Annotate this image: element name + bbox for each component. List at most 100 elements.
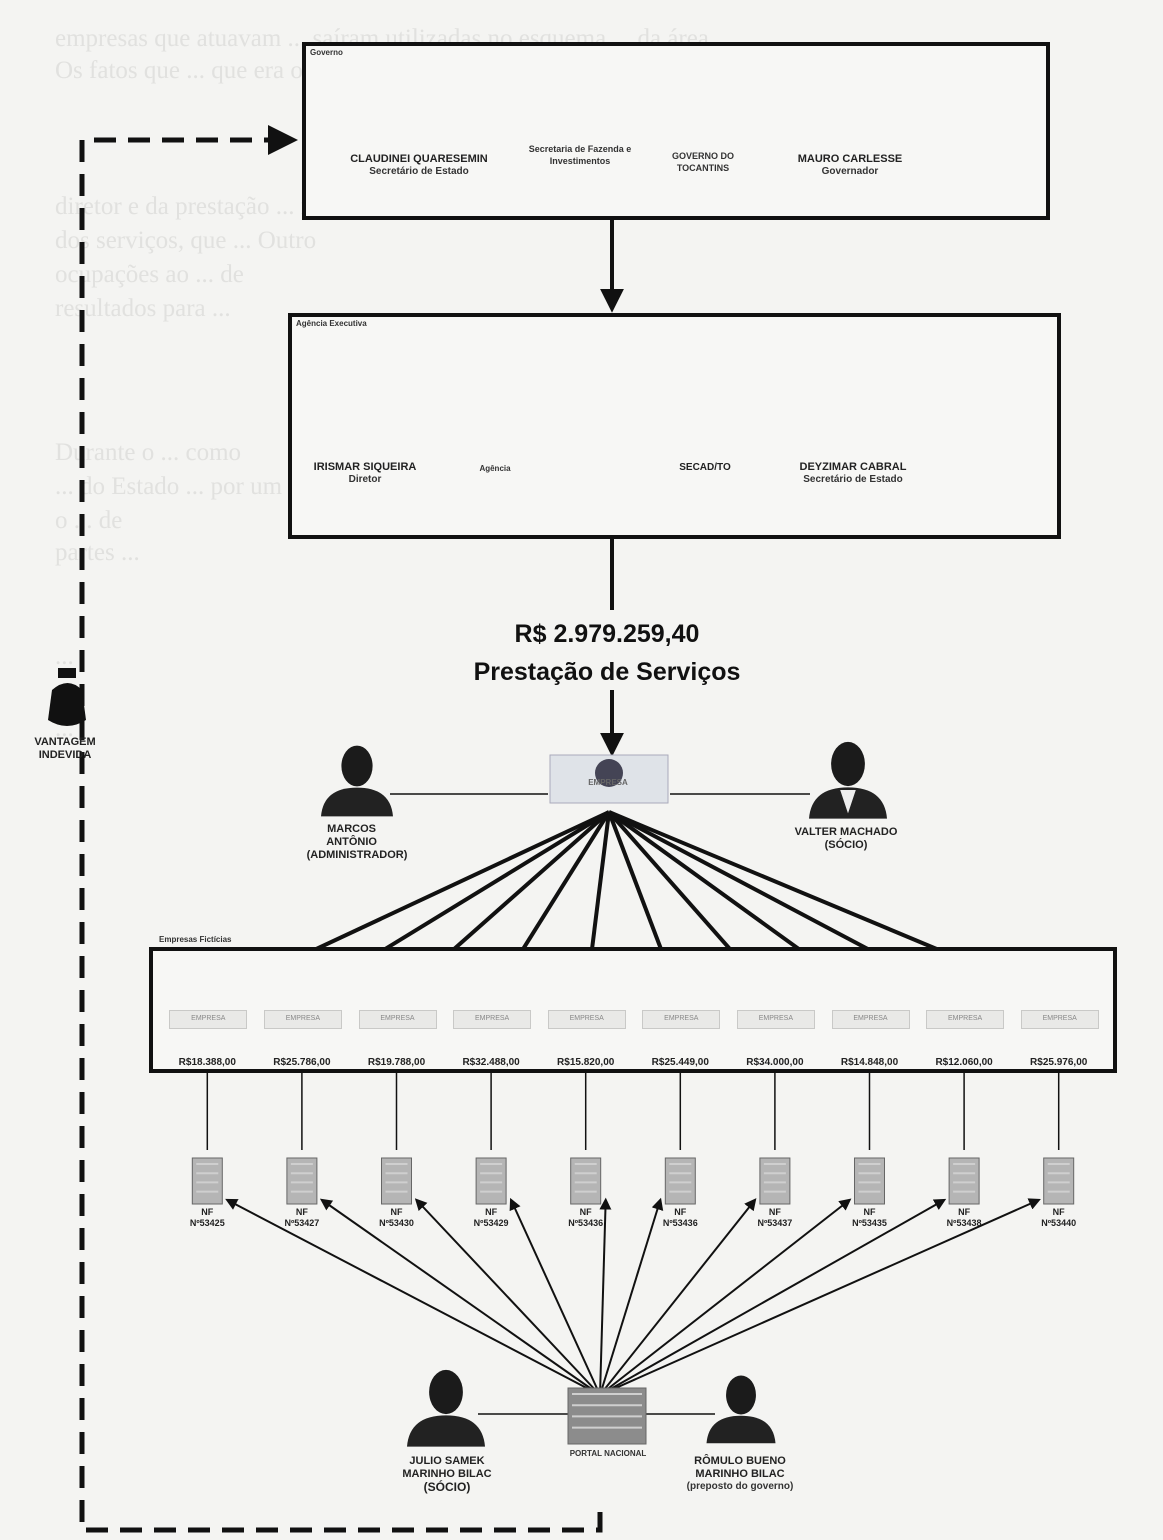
person-label-julio: JULIO SAMEK MARINHO BILAC (SÓCIO)	[402, 1455, 492, 1494]
company-name-label: EMPRESA	[588, 778, 628, 787]
company-tag: EMPRESA	[263, 1010, 342, 1029]
company-amount: R$34.000,00	[746, 1057, 804, 1068]
company-amount: R$14.848,00	[840, 1057, 899, 1068]
arrow-portal-invoice-7	[599, 1198, 757, 1396]
invoice-document-icon	[475, 1157, 507, 1205]
company-tag: EMPRESA	[547, 1010, 626, 1029]
invoice-number: Nº53430	[379, 1218, 414, 1228]
company-tag-text: EMPRESA	[474, 1015, 510, 1022]
invoice-document-icon	[948, 1157, 980, 1205]
invoice-document-icon	[854, 1157, 885, 1205]
company-tag-text: EMPRESA	[853, 1015, 888, 1022]
partner-portrait-icon	[809, 741, 887, 819]
companies-box-label: Empresas Fictícias	[159, 935, 232, 944]
entity-label-sefaz: Secretaria de Fazenda e Investimentos	[528, 144, 632, 166]
company-tag-text: EMPRESA	[285, 1015, 320, 1022]
arrow-portal-invoice-3	[414, 1198, 601, 1396]
company-tag-text: EMPRESA	[758, 1015, 793, 1022]
company-tag-text: EMPRESA	[664, 1015, 699, 1022]
romulo-portrait-icon	[706, 1375, 776, 1444]
portal-label: PORTAL NACIONAL	[569, 1449, 647, 1458]
company-amount: R$25.976,00	[1030, 1057, 1088, 1068]
arrow-portal-invoice-10	[599, 1198, 1041, 1396]
company-tag: EMPRESA	[926, 1010, 1005, 1029]
background-text-line: dos serviços, que ... Outro	[55, 227, 317, 254]
company-tag-text: EMPRESA	[947, 1015, 983, 1022]
invoice-type: NF	[768, 1207, 781, 1217]
invoice-type: NF	[579, 1207, 592, 1217]
background-text-line: o ... de	[55, 507, 123, 534]
payment-amount: R$ 2.979.259,40	[514, 620, 700, 648]
company-tag: EMPRESA	[831, 1010, 910, 1029]
arrow-portal-invoice-1	[225, 1198, 601, 1396]
person-label-state-secretary: DEYZIMAR CABRAL Secretário de Estado	[799, 461, 907, 485]
invoice-number: Nº53436	[662, 1218, 698, 1228]
money-bag-knot-icon	[58, 668, 76, 678]
company-tag-text: EMPRESA	[1042, 1015, 1077, 1022]
entity-label-agency: Agência	[479, 464, 511, 473]
invoice-document-icon	[286, 1157, 318, 1205]
background-text-line: ...	[55, 643, 74, 670]
invoice-type: NF	[390, 1207, 403, 1217]
arrow-portal-invoice-6	[599, 1197, 664, 1396]
invoice-number: Nº53437	[757, 1218, 793, 1228]
company-tag-text: EMPRESA	[569, 1015, 604, 1022]
company-amount: R$19.788,00	[367, 1057, 426, 1068]
entity-label-government: GOVERNO DO TOCANTINS	[671, 151, 734, 173]
arrow-portal-invoice-8	[599, 1198, 852, 1396]
agency-box-label: Agência Executiva	[296, 319, 367, 328]
money-bag-icon	[48, 683, 86, 726]
arrow-portal-invoice-4	[509, 1197, 601, 1396]
company-amount: R$32.488,00	[462, 1057, 520, 1068]
undue-advantage-loop	[79, 125, 603, 1533]
entity-label-secad: SECAD/TO	[679, 462, 731, 473]
government-box: Governo	[302, 42, 1050, 220]
company-tag-text: EMPRESA	[380, 1015, 415, 1022]
invoice-document-icon	[1043, 1157, 1075, 1205]
background-text-line: partes ...	[55, 539, 140, 566]
julio-portrait-icon	[407, 1369, 485, 1447]
invoice-type: NF	[485, 1207, 498, 1217]
administrator-portrait-icon	[321, 745, 393, 817]
company-amount: R$25.786,00	[273, 1057, 331, 1068]
person-label-director: IRISMAR SIQUEIRA Diretor	[313, 461, 417, 485]
company-tag: EMPRESA	[1020, 1010, 1099, 1029]
agency-box: Agência Executiva	[288, 313, 1061, 539]
person-label-governor: MAURO CARLESSE Governador	[797, 153, 903, 177]
invoice-number: Nº53425	[189, 1218, 225, 1228]
invoice-number: Nº53427	[284, 1218, 320, 1228]
company-tag: EMPRESA	[169, 1010, 248, 1029]
background-text-line: Os fatos que ... que era o	[55, 57, 303, 84]
invoice-document-icon	[191, 1157, 223, 1205]
government-box-label: Governo	[310, 48, 343, 57]
arrow-portal-invoice-2	[319, 1198, 601, 1396]
invoice-type: NF	[958, 1207, 971, 1217]
invoice-document-icon	[570, 1157, 602, 1205]
background-text-line: Durante o ... como	[55, 439, 242, 466]
company-amount: R$25.449,00	[651, 1057, 709, 1068]
company-tag-text: EMPRESA	[191, 1015, 226, 1022]
background-text-line: ocupações ao ... de	[55, 261, 244, 288]
arrow-portal-invoice-9	[599, 1198, 947, 1396]
company-tag: EMPRESA	[736, 1010, 815, 1029]
invoice-type: NF	[863, 1207, 876, 1217]
invoice-document-icon	[664, 1157, 696, 1205]
person-label-partner: VALTER MACHADO (SÓCIO)	[794, 826, 898, 851]
invoice-type: NF	[201, 1207, 214, 1217]
company-emblem-icon	[595, 759, 623, 787]
arrow-portal-invoice-5	[599, 1197, 612, 1396]
undue-advantage-label: VANTAGEM INDEVIDA	[34, 736, 96, 761]
invoice-type: NF	[674, 1207, 687, 1217]
invoice-number: Nº53440	[1041, 1218, 1077, 1228]
invoice-number: Nº53435	[852, 1218, 887, 1228]
